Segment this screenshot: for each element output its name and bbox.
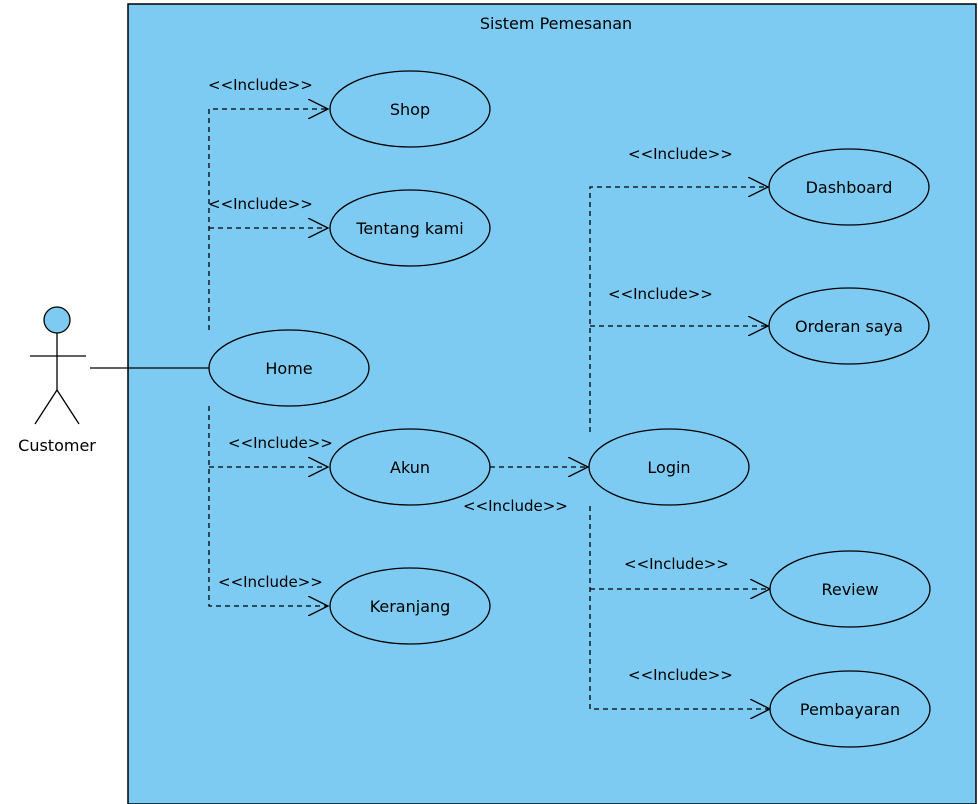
use-case-tentang-kami-label: Tentang kami — [355, 219, 463, 238]
actor-right-leg — [56, 389, 80, 425]
include-label-shop: <<Include>> — [208, 76, 313, 94]
use-case-dashboard[interactable]: Dashboard — [768, 148, 930, 226]
system-title: Sistem Pemesanan — [480, 14, 632, 33]
use-case-pembayaran-label: Pembayaran — [800, 700, 900, 719]
use-case-login[interactable]: Login — [588, 428, 750, 506]
include-label-login: <<Include>> — [463, 497, 568, 515]
include-label-tentang: <<Include>> — [208, 195, 313, 213]
actor-label: Customer — [18, 436, 96, 455]
home-include-connectors — [208, 109, 328, 606]
use-case-orderan-saya[interactable]: Orderan saya — [768, 287, 930, 365]
use-case-pembayaran[interactable]: Pembayaran — [769, 670, 931, 748]
actor-left-leg — [34, 389, 58, 425]
include-label-pembayaran: <<Include>> — [628, 666, 733, 684]
include-label-dashboard: <<Include>> — [628, 145, 733, 163]
use-case-home-label: Home — [265, 359, 312, 378]
include-label-orderan: <<Include>> — [608, 285, 713, 303]
use-case-login-label: Login — [647, 458, 690, 477]
use-case-keranjang[interactable]: Keranjang — [329, 567, 491, 645]
use-case-review-label: Review — [821, 580, 878, 599]
use-case-tentang-kami[interactable]: Tentang kami — [329, 189, 491, 267]
use-case-review[interactable]: Review — [769, 550, 931, 628]
use-case-akun[interactable]: Akun — [329, 428, 491, 506]
use-case-shop[interactable]: Shop — [329, 70, 491, 148]
use-case-dashboard-label: Dashboard — [806, 178, 893, 197]
include-label-akun: <<Include>> — [228, 434, 333, 452]
use-case-orderan-saya-label: Orderan saya — [795, 317, 903, 336]
use-case-keranjang-label: Keranjang — [370, 597, 451, 616]
use-case-akun-label: Akun — [390, 458, 430, 477]
use-case-shop-label: Shop — [390, 100, 430, 119]
actor-customer[interactable]: Customer — [18, 306, 96, 455]
include-label-keranjang: <<Include>> — [218, 573, 323, 591]
include-label-review: <<Include>> — [624, 555, 729, 573]
login-include-connectors — [589, 187, 770, 709]
use-case-home[interactable]: Home — [208, 329, 370, 407]
actor-head — [43, 306, 71, 334]
